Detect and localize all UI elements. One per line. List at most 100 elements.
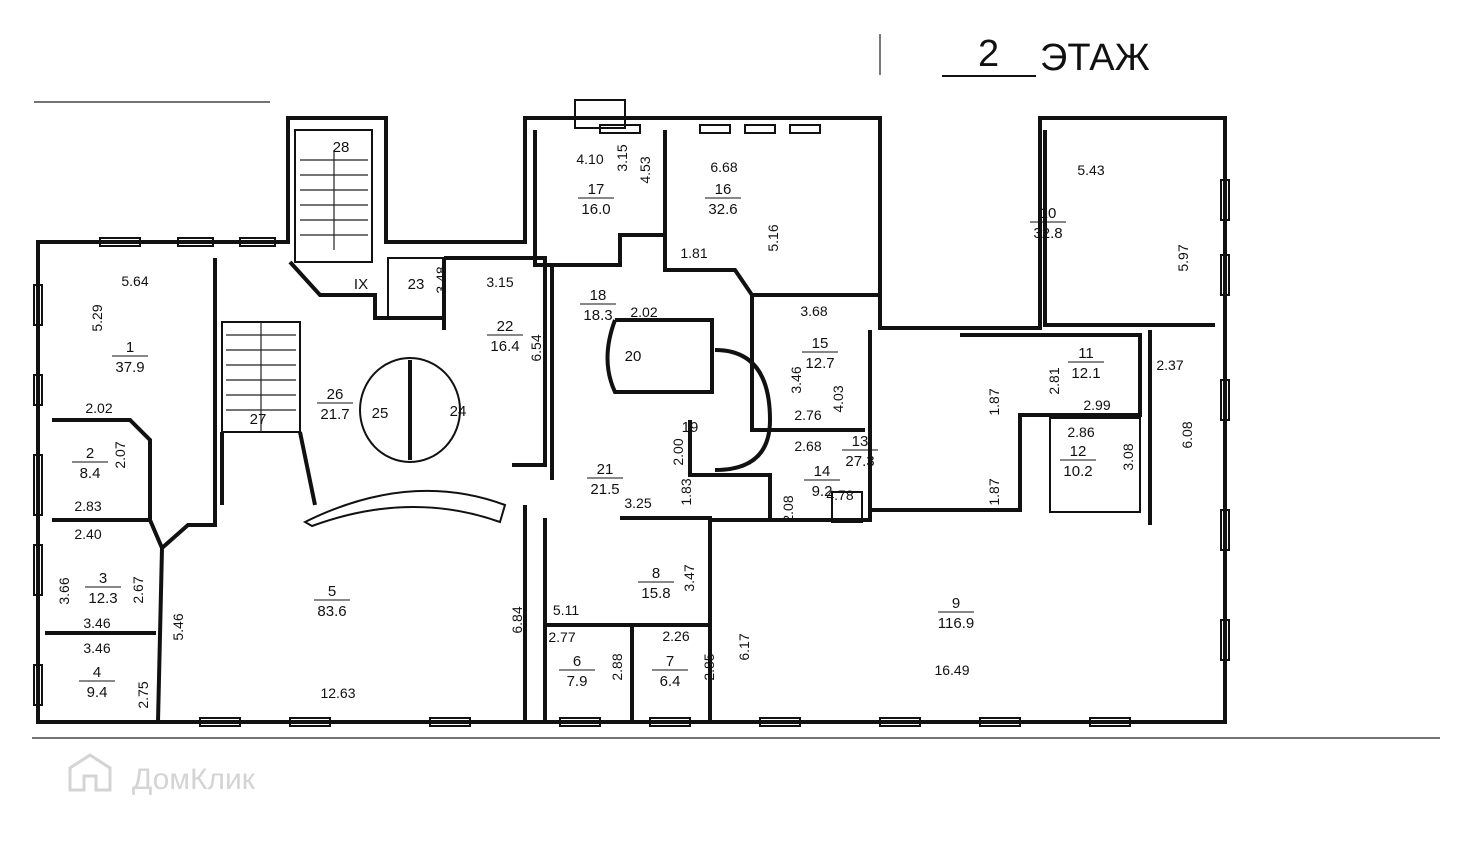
- room-number: 2: [86, 445, 94, 462]
- room-number: 11: [1078, 345, 1094, 362]
- room-16: 16 32.6: [705, 181, 741, 218]
- dimension-label: 2.75: [135, 681, 151, 708]
- dimension-label: 5.46: [170, 613, 186, 640]
- dimension-label: 3.66: [56, 577, 72, 604]
- dimension-label: 2.85: [701, 653, 717, 680]
- dimension-label: 3.08: [1120, 443, 1136, 470]
- room-area: 16.0: [581, 201, 610, 218]
- room-number: 8: [652, 565, 660, 582]
- dimension-label: 2.76: [794, 407, 821, 423]
- dimension-label: 3.68: [800, 303, 827, 319]
- dimension-label: 3.46: [83, 640, 110, 656]
- dimension-label: 1.87: [986, 478, 1002, 505]
- dimension-label: 2.77: [548, 629, 575, 645]
- room-number: 17: [588, 181, 605, 198]
- floor-word: ЭТАЖ: [1040, 37, 1150, 79]
- room-2: 28.4: [72, 445, 108, 482]
- room-area: 12.1: [1071, 365, 1100, 382]
- dimension-label: 1.83: [678, 478, 694, 505]
- dimension-label: 4.53: [637, 156, 653, 183]
- room-13: 13 27.3: [842, 433, 878, 470]
- dimension-label: 6.68: [710, 159, 737, 175]
- room-number: 12: [1070, 443, 1087, 460]
- dimension-label: 6.84: [509, 606, 525, 633]
- room-number: 1: [126, 339, 134, 356]
- dimension-label: 6.54: [528, 334, 544, 361]
- room-area: 9.4: [87, 684, 108, 701]
- room-area: 12.7: [805, 355, 834, 372]
- dimension-label: 3.46: [83, 615, 110, 631]
- room-23: 23: [408, 276, 425, 293]
- dimension-label: 4.03: [830, 385, 846, 412]
- room-number: 21: [597, 461, 614, 478]
- dimension-label: 2.26: [662, 628, 689, 644]
- windows: [33, 99, 1230, 727]
- room-number: 6: [573, 653, 581, 670]
- room-number: 13: [852, 433, 869, 450]
- room-number: 16: [715, 181, 732, 198]
- dimension-label: 2.02: [85, 400, 112, 416]
- room-11: 11 12.1: [1068, 345, 1104, 382]
- room-area: 27.3: [845, 453, 874, 470]
- dimension-label: 1.81: [680, 245, 707, 261]
- room-number: 3: [99, 570, 107, 587]
- room-number: 19: [682, 419, 699, 436]
- room-number: IX: [354, 276, 368, 293]
- dimension-label: 3.15: [614, 144, 630, 171]
- room-number: 28: [333, 139, 350, 156]
- room-area: 32.8: [1033, 225, 1062, 242]
- room-number: 27: [250, 411, 267, 428]
- room-area: 15.8: [641, 585, 670, 602]
- dimension-label: 2.86: [1067, 424, 1094, 440]
- room-3: 312.3: [85, 570, 121, 607]
- room-19: 19: [682, 419, 699, 436]
- dimension-label: 2.40: [74, 526, 101, 542]
- room-21: 21 21.5: [587, 461, 623, 498]
- room-27: 27: [250, 411, 267, 428]
- room-area: 83.6: [317, 603, 346, 620]
- dimension-label: 2.88: [609, 653, 625, 680]
- dimension-label: 5.29: [89, 304, 105, 331]
- room-area: 18.3: [583, 307, 612, 324]
- home-logo-icon: [68, 753, 112, 792]
- room-1: 137.9: [112, 339, 148, 376]
- room-area: 21.5: [590, 481, 619, 498]
- dimension-label: 5.11: [553, 602, 579, 618]
- dimension-label: 5.64: [121, 273, 148, 289]
- dimension-label: 2.02: [630, 304, 657, 320]
- dimension-label: 2.83: [74, 498, 101, 514]
- dimension-label: 2.99: [1083, 397, 1110, 413]
- room-number: 23: [408, 276, 425, 293]
- dimension-label: 4.78: [826, 487, 853, 503]
- dimension-label: 3.47: [681, 564, 697, 591]
- room-7: 76.4: [652, 653, 688, 690]
- room-28: 28: [333, 139, 350, 156]
- watermark: ДомКлик: [132, 763, 256, 796]
- room-6: 67.9: [559, 653, 595, 690]
- room-IX: IX: [354, 276, 368, 293]
- dimension-label: 3.15: [486, 274, 513, 290]
- dimension-label: 5.43: [1077, 162, 1104, 178]
- dimension-label: 1.87: [986, 388, 1002, 415]
- room-number: 14: [814, 463, 831, 480]
- dimension-label: 5.16: [765, 224, 781, 251]
- room-number: 26: [327, 386, 344, 403]
- dimension-label: 2.68: [794, 438, 821, 454]
- room-4: 49.4: [79, 664, 115, 701]
- room-number: 24: [450, 403, 467, 420]
- room-5: 583.6: [314, 583, 350, 620]
- room-number: 22: [497, 318, 514, 335]
- dimension-label: 2.00: [670, 438, 686, 465]
- dimension-label: 12.63: [320, 685, 355, 701]
- room-area: 32.6: [708, 201, 737, 218]
- room-area: 9.2: [812, 483, 833, 500]
- room-number: 9: [952, 595, 960, 612]
- dimension-label: 2.81: [1046, 367, 1062, 394]
